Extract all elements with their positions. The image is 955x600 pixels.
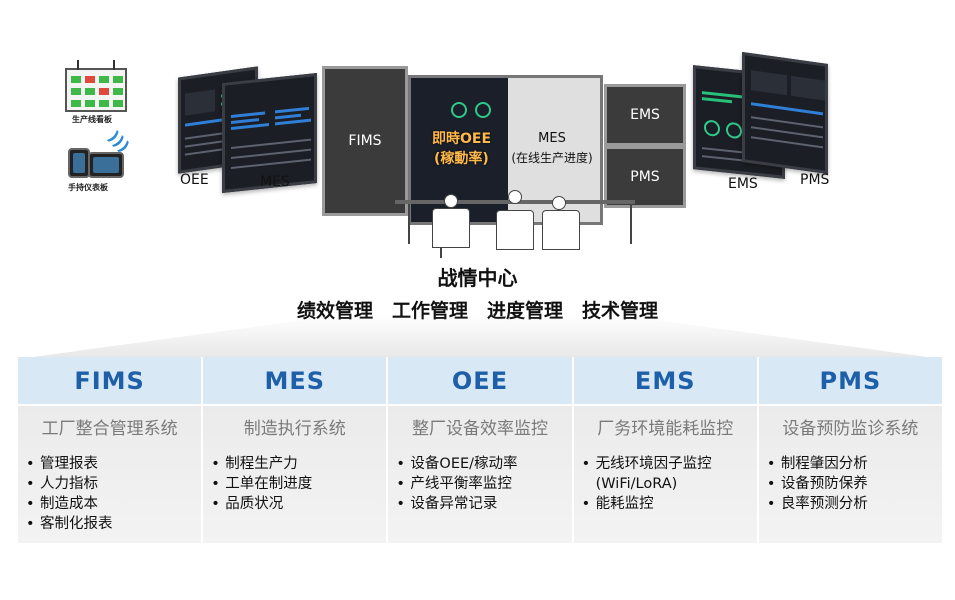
- system-name: 制造执行系统: [243, 419, 346, 439]
- kanban-board-icon: [65, 60, 127, 112]
- system-column-fims: FIMS 工厂整合管理系统 •管理报表 •人力指标 •制造成本 •客制化报表: [18, 357, 204, 543]
- left-oee-label: OEE: [180, 172, 209, 188]
- system-code: PMS: [758, 357, 943, 406]
- command-center-title: 战情中心: [437, 266, 518, 290]
- operator-head-icon: [508, 190, 522, 204]
- system-column-pms: PMS 设备预防监诊系统 •制程肇因分析 •设备预防保养 •良率预测分析: [758, 357, 943, 543]
- phone-icon: [68, 148, 90, 178]
- feature-item: •良率预测分析: [766, 496, 868, 512]
- feature-item: •工单在制进度: [211, 476, 313, 492]
- system-column-oee: OEE 整厂设备效率监控 •设备OEE/稼动率 •产线平衡率监控 •设备异常记录: [388, 357, 574, 543]
- mes-center-subtitle: (在线生产进度): [511, 151, 593, 165]
- chair-icon: [496, 210, 534, 250]
- feature-item: •制造成本: [26, 496, 98, 512]
- handheld-label: 手持仪表板: [68, 183, 108, 192]
- feature-item: •管理报表: [26, 456, 98, 472]
- feature-item: •制程生产力: [211, 456, 298, 472]
- feature-item: •产线平衡率监控: [396, 476, 512, 492]
- right-ems-label: EMS: [728, 176, 758, 192]
- feature-item: •设备异常记录: [396, 496, 498, 512]
- chair-icon: [432, 208, 470, 248]
- operator-head-icon: [444, 194, 458, 208]
- feature-item: •设备预防保养: [766, 476, 868, 492]
- feature-item: •制程肇因分析: [766, 456, 868, 472]
- system-name: 工厂整合管理系统: [41, 419, 178, 439]
- feature-item: •设备OEE/稼动率: [396, 456, 518, 472]
- system-column-ems: EMS 厂务环境能耗监控 •无线环境因子监控 (WiFi/LoRA) •能耗监控: [573, 357, 759, 543]
- system-name: 整厂设备效率监控: [412, 419, 548, 439]
- tablet-icon: [88, 152, 124, 178]
- chair-icon: [542, 210, 580, 250]
- left-mes-label: MES: [260, 174, 290, 190]
- system-code: MES: [203, 357, 387, 406]
- fims-panel: FIMS: [322, 66, 408, 216]
- oee-realtime-label: 即時OEE: [432, 131, 492, 147]
- mes-center-title: MES: [538, 131, 566, 146]
- operator-head-icon: [552, 196, 566, 210]
- system-code: FIMS: [18, 357, 202, 406]
- system-name: 厂务环境能耗监控: [597, 419, 734, 439]
- pms-monitor: [742, 51, 828, 175]
- feature-item: •能耗监控: [581, 496, 654, 512]
- fims-panel-label: FIMS: [348, 133, 382, 149]
- pms-panel: PMS: [604, 146, 686, 208]
- feature-item: •客制化报表: [26, 516, 113, 532]
- system-name: 设备预防监诊系统: [782, 419, 919, 439]
- system-code: OEE: [388, 357, 572, 406]
- ems-panel: EMS: [604, 84, 686, 146]
- system-column-mes: MES 制造执行系统 •制程生产力 •工单在制进度 •品质状况: [203, 357, 389, 543]
- oee-utilization-label: (稼動率): [434, 151, 489, 167]
- pms-panel-label: PMS: [630, 169, 660, 185]
- feature-item: •品质状况: [211, 496, 284, 512]
- system-code: EMS: [573, 357, 757, 406]
- ems-panel-label: EMS: [630, 107, 660, 123]
- kanban-label: 生产线看板: [72, 115, 112, 124]
- feature-item: •人力指标: [26, 476, 98, 492]
- systems-table: FIMS 工厂整合管理系统 •管理报表 •人力指标 •制造成本 •客制化报表 M…: [18, 357, 943, 543]
- feature-item: (WiFi/LoRA): [595, 476, 678, 492]
- feature-item: •无线环境因子监控: [581, 456, 712, 472]
- right-pms-label: PMS: [800, 172, 830, 188]
